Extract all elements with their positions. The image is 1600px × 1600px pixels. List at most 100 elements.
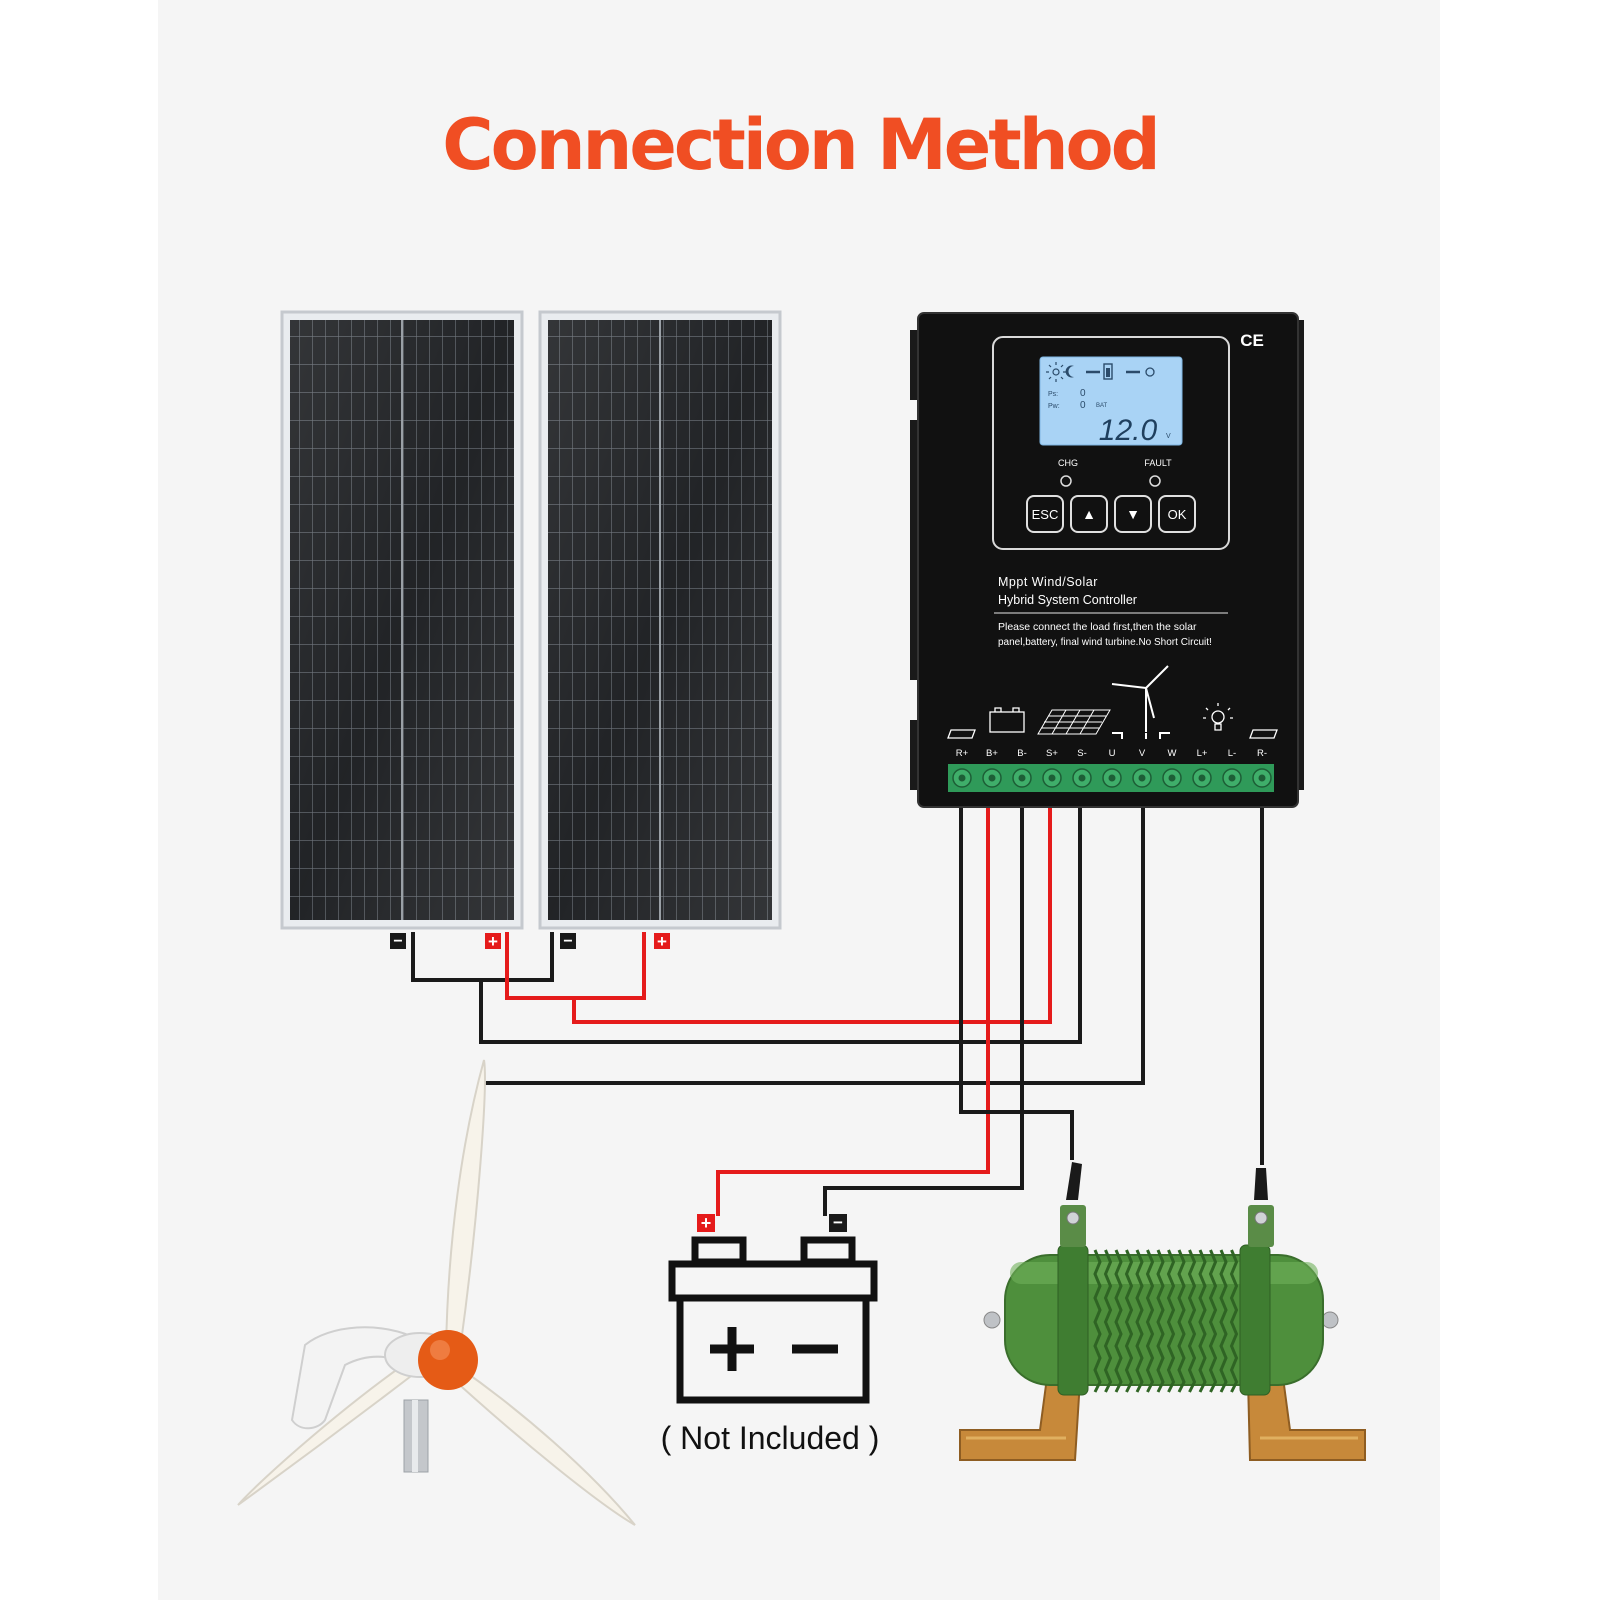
resistor-coil (1166, 1249, 1176, 1393)
resistor-coils (1093, 1249, 1239, 1393)
page-title: Connection Method (442, 104, 1160, 186)
terminal-label-u: U (1109, 748, 1116, 759)
solar-panel-2 (538, 310, 782, 930)
wires (411, 808, 1264, 1216)
light-bulb-icon (1203, 703, 1233, 731)
terminal-screw[interactable] (1132, 768, 1152, 788)
terminal-screw[interactable] (1042, 768, 1062, 788)
terminal-label-s-neg: S- (1077, 748, 1087, 759)
dump-load-resistor (959, 1162, 1366, 1461)
lcd-row1-value: 0 (1080, 388, 1086, 399)
lcd-row2-value: 0 (1080, 400, 1086, 411)
battery-negative-marker: − (829, 1213, 847, 1232)
battery: + − (668, 1213, 878, 1404)
ce-mark: CE (1240, 331, 1264, 350)
terminal-screw[interactable] (1162, 768, 1182, 788)
resistor-coil (1124, 1249, 1134, 1393)
battery-not-included-caption: ( Not Included ) (660, 1420, 880, 1456)
wind-turbine-icon (1111, 665, 1170, 739)
panel1-negative-sign: − (393, 933, 402, 950)
up-button[interactable]: ▲ (1070, 495, 1108, 533)
battery-positive-marker: + (697, 1213, 715, 1233)
chg-led (1060, 475, 1072, 487)
resistor-terminal-left (1060, 1162, 1086, 1247)
fault-indicator-label: FAULT (1144, 458, 1172, 468)
lcd-unit: V (1166, 433, 1171, 440)
terminal-label-w: W (1168, 748, 1177, 759)
battery-negative-marker-sign: − (833, 1213, 843, 1232)
resistor-coil (1198, 1249, 1207, 1393)
resistor-icon (947, 729, 1278, 739)
ok-button-label: OK (1168, 507, 1187, 522)
resistor-coil (1177, 1249, 1186, 1393)
terminal-screw[interactable] (1222, 768, 1242, 788)
terminal-label-r-neg: R- (1257, 748, 1267, 759)
down-arrow-icon: ▼ (1126, 506, 1140, 522)
resistor-coil (1145, 1249, 1155, 1393)
panel1-positive-marker: + (485, 932, 501, 951)
warning-line-2: panel,battery, final wind turbine.No Sho… (998, 637, 1212, 648)
wire-solar-negative (479, 808, 1082, 1044)
panel2-positive-marker: + (654, 932, 670, 951)
wire-turbine-phase (485, 808, 1145, 1085)
terminal-screw[interactable] (982, 768, 1002, 788)
resistor-coil (1103, 1249, 1113, 1393)
panel1-positive-sign: + (488, 932, 498, 951)
up-arrow-icon: ▲ (1082, 506, 1096, 522)
terminal-label-v: V (1139, 748, 1146, 759)
lcd-bat-label: BAT (1096, 403, 1108, 409)
terminal-screw[interactable] (1252, 768, 1272, 788)
terminal-label-s-negpos: S+ (1046, 748, 1058, 759)
ok-button[interactable]: OK (1158, 495, 1196, 533)
resistor-coil (1219, 1249, 1228, 1393)
panel2-negative-sign: − (563, 933, 572, 950)
terminal-screw[interactable] (1102, 768, 1122, 788)
lcd-row2-label: Pw: (1048, 403, 1060, 410)
warning-line-1: Please connect the load first,then the s… (998, 621, 1197, 633)
wire-battery-negative (823, 808, 1024, 1216)
solar-panel-1 (280, 310, 524, 930)
esc-button[interactable]: ESC (1026, 495, 1064, 533)
battery-positive-marker-sign: + (701, 1213, 712, 1233)
terminal-screw[interactable] (952, 768, 972, 788)
panel2-positive-sign: + (657, 932, 667, 951)
resistor-coil (1229, 1249, 1239, 1393)
terminal-label-b-neg: B- (1017, 748, 1027, 759)
sun-icon (1046, 362, 1066, 382)
resistor-coil (1208, 1249, 1218, 1393)
terminal-label-l-negpos: L+ (1197, 748, 1208, 759)
terminal-screw[interactable] (1072, 768, 1092, 788)
hybrid-controller: CE Ps: Pw: 0 0 BAT (910, 312, 1304, 808)
esc-button-label: ESC (1032, 507, 1059, 522)
wire-solar-positive (572, 808, 1052, 1024)
resistor-coil (1114, 1249, 1123, 1393)
down-button[interactable]: ▼ (1114, 495, 1152, 533)
lcd-screen: Ps: Pw: 0 0 BAT 12.0 V (1039, 356, 1183, 447)
moon-icon (1065, 365, 1074, 378)
wire-resistor-positive (959, 808, 1074, 1160)
resistor-coil (1093, 1249, 1102, 1393)
terminal-screws (952, 768, 1272, 788)
terminal-labels: R+ B+ B- S+ S- U V W L+ L- R- (956, 748, 1267, 759)
terminal-label-r-negpos: R+ (956, 748, 969, 759)
chg-indicator-label: CHG (1058, 458, 1078, 468)
terminal-screw[interactable] (1012, 768, 1032, 788)
terminal-label-l-neg: L- (1228, 748, 1236, 759)
battery-icon (989, 707, 1025, 733)
battery-plus-symbol (710, 1327, 754, 1371)
wire-panels-negative (411, 932, 554, 982)
wind-turbine (237, 1059, 636, 1526)
terminal-screw[interactable] (1192, 768, 1212, 788)
resistor-coil (1135, 1249, 1144, 1393)
panel2-negative-marker: − (560, 933, 576, 950)
model-line-1: Mppt Wind/Solar (998, 575, 1098, 589)
solar-panel-icon (1037, 709, 1111, 735)
lcd-row1-label: Ps: (1048, 391, 1058, 398)
resistor-coil (1156, 1249, 1165, 1393)
terminal-label-b-negpos: B+ (986, 748, 998, 759)
lcd-voltage-reading: 12.0 (1099, 414, 1158, 447)
model-line-2: Hybrid System Controller (998, 593, 1137, 607)
fault-led (1149, 475, 1161, 487)
